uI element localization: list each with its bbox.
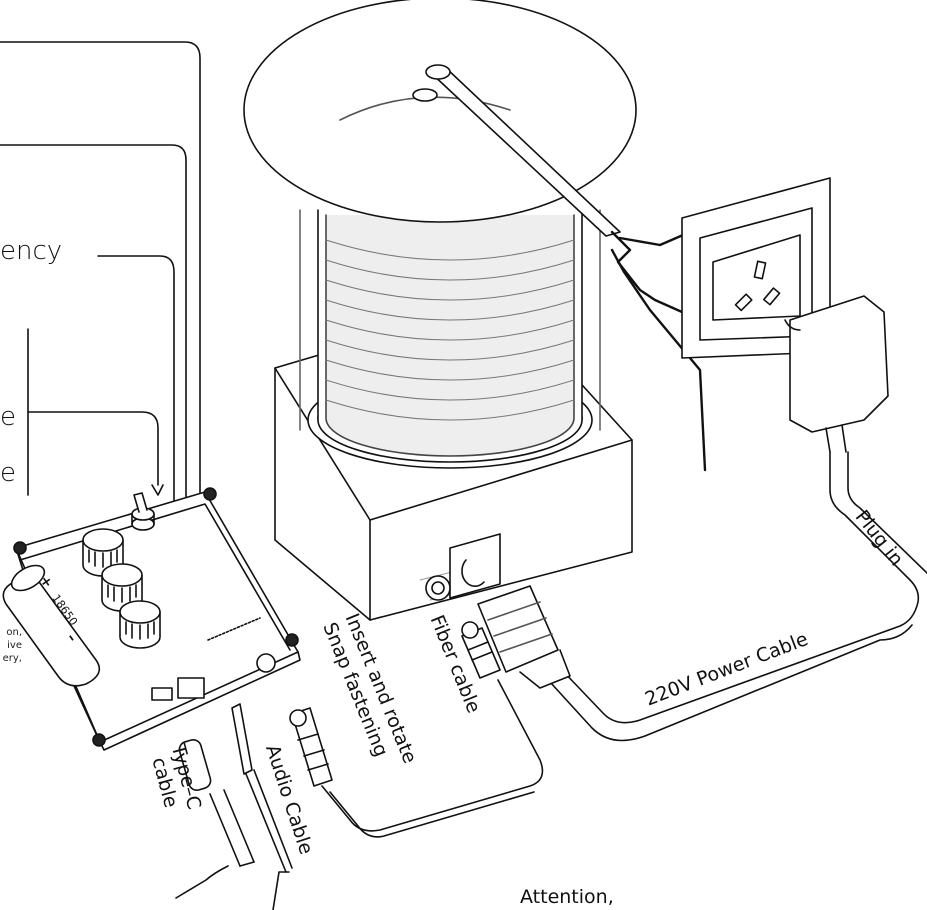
mode-label-bottom: e [0, 458, 16, 488]
audio-cable-icon[interactable] [232, 704, 292, 872]
screw-icon [93, 734, 105, 746]
knob-frequency-icon[interactable] [83, 529, 123, 576]
screw-icon [286, 634, 298, 646]
breakout-arm [413, 65, 620, 236]
fiber-jack-icon[interactable] [426, 576, 450, 600]
power-plug-icon[interactable] [785, 296, 888, 452]
mode-label-top: e [0, 402, 16, 432]
wall-socket-icon[interactable] [682, 178, 830, 358]
battery-18650-icon [3, 560, 99, 685]
top-disk [244, 0, 636, 222]
power-cable [550, 452, 927, 741]
screw-icon [14, 542, 26, 554]
attention-label: Attention, [520, 886, 614, 908]
screw-icon [204, 488, 216, 500]
coil-winding [300, 210, 600, 468]
fiber-connector-loose-icon[interactable] [290, 708, 332, 786]
type-c-cable-icon[interactable] [178, 738, 254, 866]
battery-note: on, ive ery, [2, 627, 22, 664]
power-connector-icon[interactable] [450, 534, 570, 688]
frequency-label: ency [0, 236, 63, 266]
fiber-connector-icon[interactable] [462, 622, 500, 678]
fiber-cable [322, 680, 542, 837]
knob-bottom-icon[interactable] [120, 601, 160, 648]
toggle-switch-icon[interactable] [132, 493, 154, 530]
callout-leaders [0, 42, 289, 910]
